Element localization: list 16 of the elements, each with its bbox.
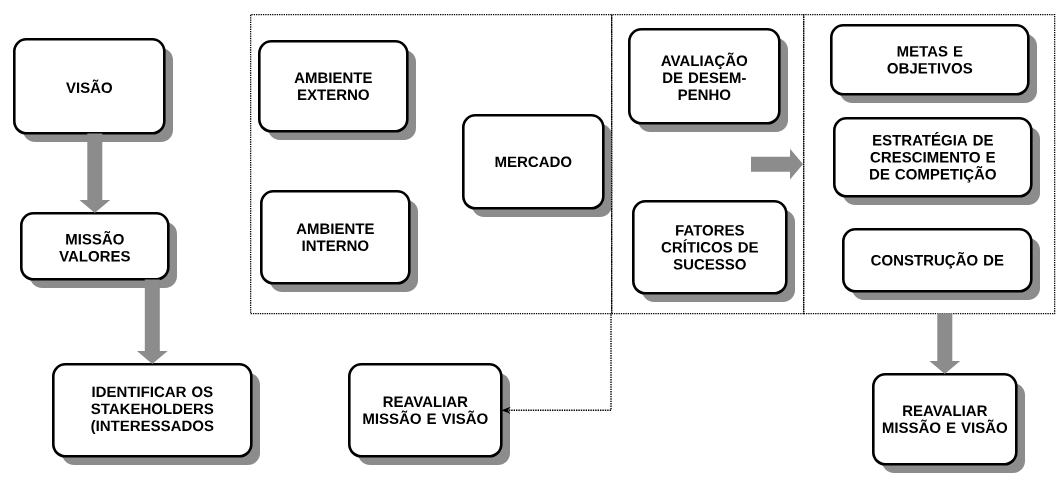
process-box: MISSÃO VALORES — [20, 212, 177, 288]
process-box: ESTRATÉGIA DE CRESCIMENTO E DE COMPETIÇÃO — [833, 117, 1040, 205]
process-box: AVALIAÇÃO DE DESEM-PENHO — [628, 28, 788, 132]
process-box: REAVALIAR MISSÃO E VISÃO — [348, 363, 510, 465]
process-box: METAS E OBJETIVOS — [830, 24, 1037, 103]
dotted-frame — [611, 14, 805, 315]
process-box: REAVALIAR MISSÃO E VISÃO — [872, 373, 1025, 473]
process-box: IDENTIFICAR OS STAKEHOLDERS (INTERESSADOS — [52, 363, 260, 465]
process-box: MERCADO — [462, 114, 612, 217]
process-box: VISÃO — [13, 38, 173, 142]
dotted-frame — [803, 14, 1056, 315]
process-box: AMBIENTE INTERNO — [260, 190, 418, 292]
process-box: CONSTRUÇÃO DE — [842, 228, 1040, 300]
process-box: AMBIENTE EXTERNO — [258, 40, 416, 140]
process-box: FATORES CRÍTICOS DE SUCESSO — [632, 200, 795, 302]
dotted-frame — [250, 14, 613, 315]
